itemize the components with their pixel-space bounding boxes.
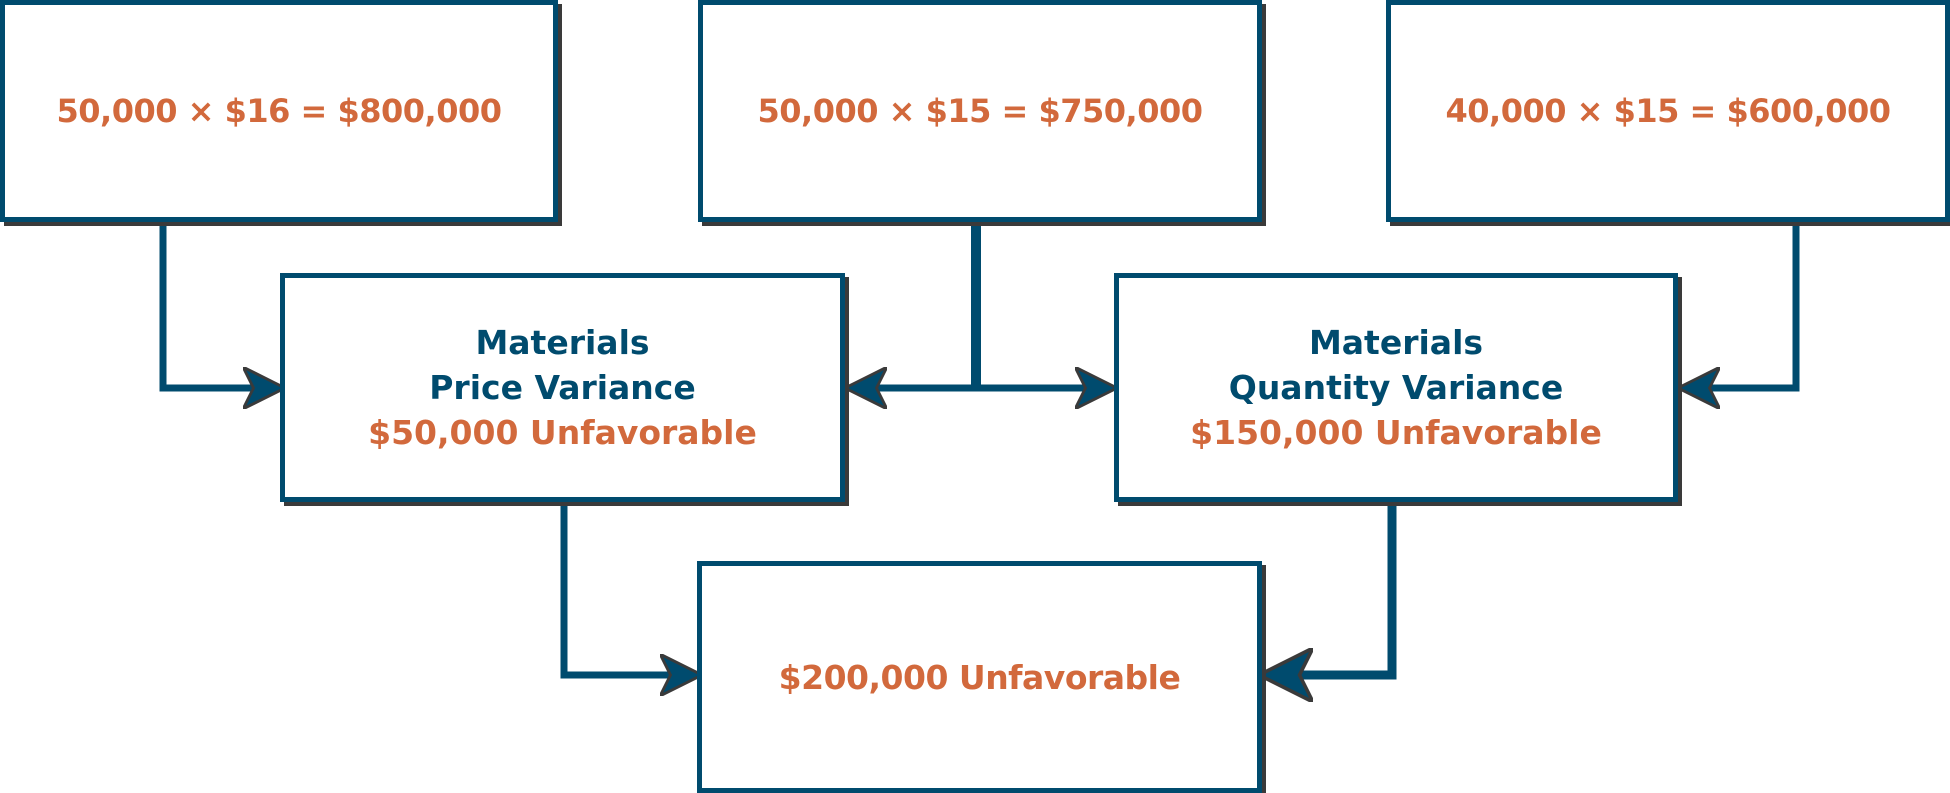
actual-cost-box: 50,000 × $16 = $800,000 <box>0 0 558 222</box>
actual-cost-calc: 50,000 × $16 = $800,000 <box>56 92 502 130</box>
total-variance-amount: $200,000 Unfavorable <box>778 657 1181 697</box>
arrow-quantity-to-total <box>1268 504 1397 675</box>
quantity-variance-line2: Quantity Variance <box>1228 368 1564 407</box>
total-variance-box: $200,000 Unfavorable <box>697 561 1262 793</box>
price-variance-box: Materials Price Variance $50,000 Unfavor… <box>280 273 845 502</box>
standard-price-actual-qty-calc: 50,000 × $15 = $750,000 <box>757 92 1203 130</box>
price-variance-line1: Materials <box>475 323 650 362</box>
quantity-variance-amount: $150,000 Unfavorable <box>1190 413 1602 452</box>
standard-price-actual-qty-box: 50,000 × $15 = $750,000 <box>698 0 1262 222</box>
arrow-box3-to-quantity <box>1685 222 1800 388</box>
price-variance-amount: $50,000 Unfavorable <box>368 413 757 452</box>
standard-cost-box: 40,000 × $15 = $600,000 <box>1386 0 1950 222</box>
arrow-price-to-total <box>560 504 695 675</box>
standard-cost-calc: 40,000 × $15 = $600,000 <box>1445 92 1891 130</box>
price-variance-line2: Price Variance <box>429 368 696 407</box>
arrow-box1-to-price <box>159 222 278 388</box>
quantity-variance-box: Materials Quantity Variance $150,000 Unf… <box>1114 273 1678 502</box>
quantity-variance-line1: Materials <box>1308 323 1484 362</box>
